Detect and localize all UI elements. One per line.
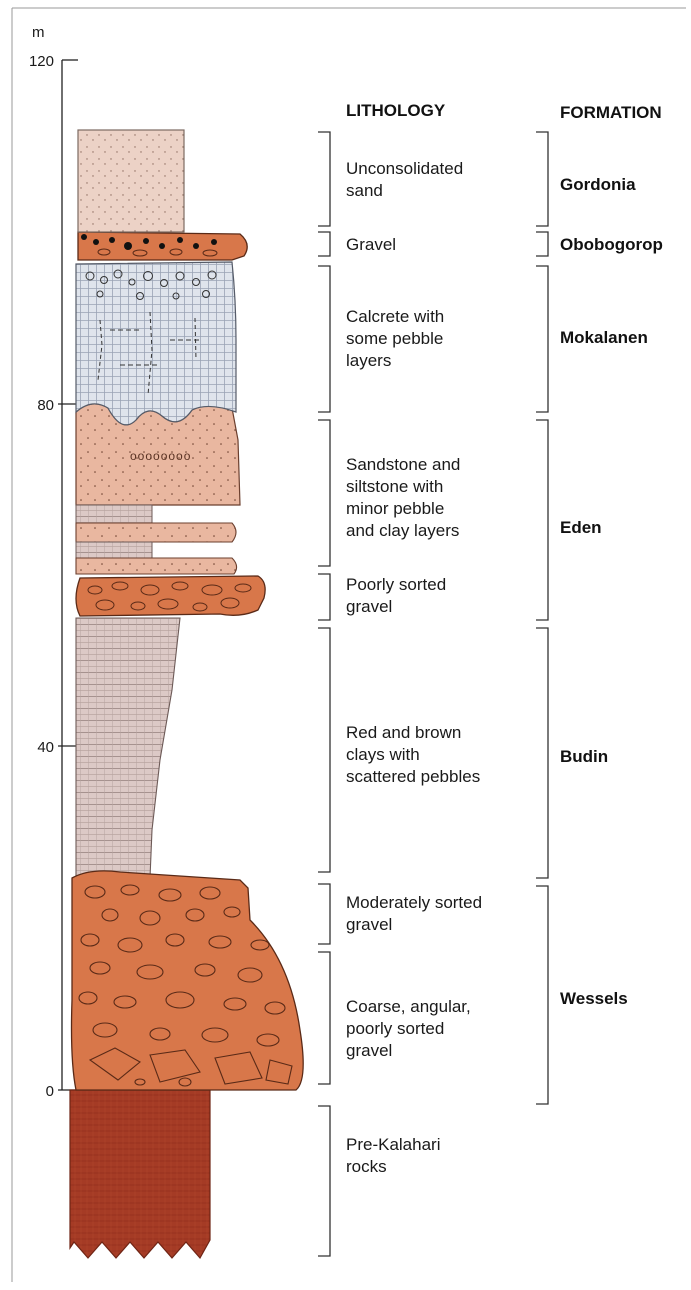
- lithology-label: Pre-Kalahari rocks: [346, 1135, 441, 1176]
- lithology-label-line: rocks: [346, 1157, 387, 1176]
- lithology-label-line: sand: [346, 181, 383, 200]
- formation-brackets: [536, 132, 548, 1104]
- lithology-bracket: [318, 574, 330, 620]
- lithology-label-line: layers: [346, 351, 391, 370]
- lithology-bracket: [318, 884, 330, 944]
- formation-labels: GordoniaObobogoropMokalanenEdenBudinWess…: [560, 175, 663, 1008]
- lithology-label: Unconsolidated sand: [346, 159, 463, 200]
- layer-clay-interbed-2: [76, 542, 152, 558]
- lithology-label: Poorly sorted gravel: [346, 575, 446, 616]
- lithology-bracket: [318, 266, 330, 412]
- lithology-label-line: Sandstone and: [346, 455, 460, 474]
- formation-bracket: [536, 232, 548, 256]
- lithology-bracket: [318, 132, 330, 226]
- formation-label: Eden: [560, 518, 602, 537]
- lithology-label-line: minor pebble: [346, 499, 444, 518]
- axis-tick-80: 80: [37, 397, 54, 414]
- formation-label: Wessels: [560, 989, 628, 1008]
- lithology-label-line: scattered pebbles: [346, 767, 480, 786]
- lithology-bracket: [318, 1106, 330, 1256]
- lithology-label-line: clays with: [346, 745, 420, 764]
- formation-bracket: [536, 420, 548, 620]
- lithologic-column: oooooooo: [70, 130, 303, 1258]
- lithology-label-line: some pebble: [346, 329, 443, 348]
- axis-unit-label: m: [32, 24, 45, 41]
- formation-label: Gordonia: [560, 175, 636, 194]
- lithology-label-line: gravel: [346, 1041, 392, 1060]
- axis-tick-40: 40: [37, 739, 54, 756]
- layer-calcrete: [76, 262, 236, 425]
- formation-label: Budin: [560, 747, 608, 766]
- lithology-label-line: Calcrete with: [346, 307, 444, 326]
- lithology-label-line: poorly sorted: [346, 1019, 444, 1038]
- formation-bracket: [536, 132, 548, 226]
- lithology-label-line: Moderately sorted: [346, 893, 482, 912]
- lithology-label-line: Coarse, angular,: [346, 997, 471, 1016]
- layer-clay-interbed-1: [76, 505, 152, 523]
- layer-sandstone-interbed-1: [76, 523, 236, 542]
- lithology-label-line: Unconsolidated: [346, 159, 463, 178]
- lithology-label-line: Poorly sorted: [346, 575, 446, 594]
- lithology-label-line: Red and brown: [346, 723, 461, 742]
- layer-sandstone-interbed-2: [76, 558, 237, 574]
- lithology-bracket: [318, 232, 330, 256]
- formation-label: Mokalanen: [560, 328, 648, 347]
- lithology-label: Sandstone and siltstone with minor pebble a…: [346, 455, 460, 540]
- sandstone-pebble-row: oooooooo: [130, 449, 191, 463]
- lithology-label: Gravel: [346, 235, 396, 254]
- axis-tick-0: 0: [46, 1083, 54, 1100]
- lithology-label-line: Gravel: [346, 235, 396, 254]
- lithology-heading: LITHOLOGY: [346, 101, 446, 120]
- lithology-bracket: [318, 952, 330, 1084]
- formation-heading: FORMATION: [560, 103, 662, 122]
- lithology-label-line: gravel: [346, 915, 392, 934]
- lithology-label: Calcrete with some pebble layers: [346, 307, 444, 370]
- lithology-label: Coarse, angular, poorly sorted gravel: [346, 997, 471, 1060]
- layer-red-brown-clays: [76, 618, 180, 878]
- lithology-label-line: gravel: [346, 597, 392, 616]
- lithology-label-line: and clay layers: [346, 521, 459, 540]
- lithology-bracket: [318, 628, 330, 872]
- formation-bracket: [536, 266, 548, 412]
- layer-wessels-gravel: [72, 871, 304, 1090]
- lithology-bracket: [318, 420, 330, 566]
- depth-axis: m 120 80 40 0: [29, 24, 78, 1100]
- formation-label: Obobogorop: [560, 235, 663, 254]
- lithology-label: Red and brown clays with scattered pebbles: [346, 723, 480, 786]
- layer-pre-kalahari: [70, 1090, 210, 1258]
- lithology-label-line: siltstone with: [346, 477, 443, 496]
- lithology-label: Moderately sorted gravel: [346, 893, 482, 934]
- lithology-label-line: Pre-Kalahari: [346, 1135, 441, 1154]
- lithology-brackets: [318, 132, 330, 1256]
- formation-bracket: [536, 628, 548, 878]
- formation-bracket: [536, 886, 548, 1104]
- layer-unconsolidated-sand: [78, 130, 184, 232]
- axis-tick-120: 120: [29, 53, 54, 70]
